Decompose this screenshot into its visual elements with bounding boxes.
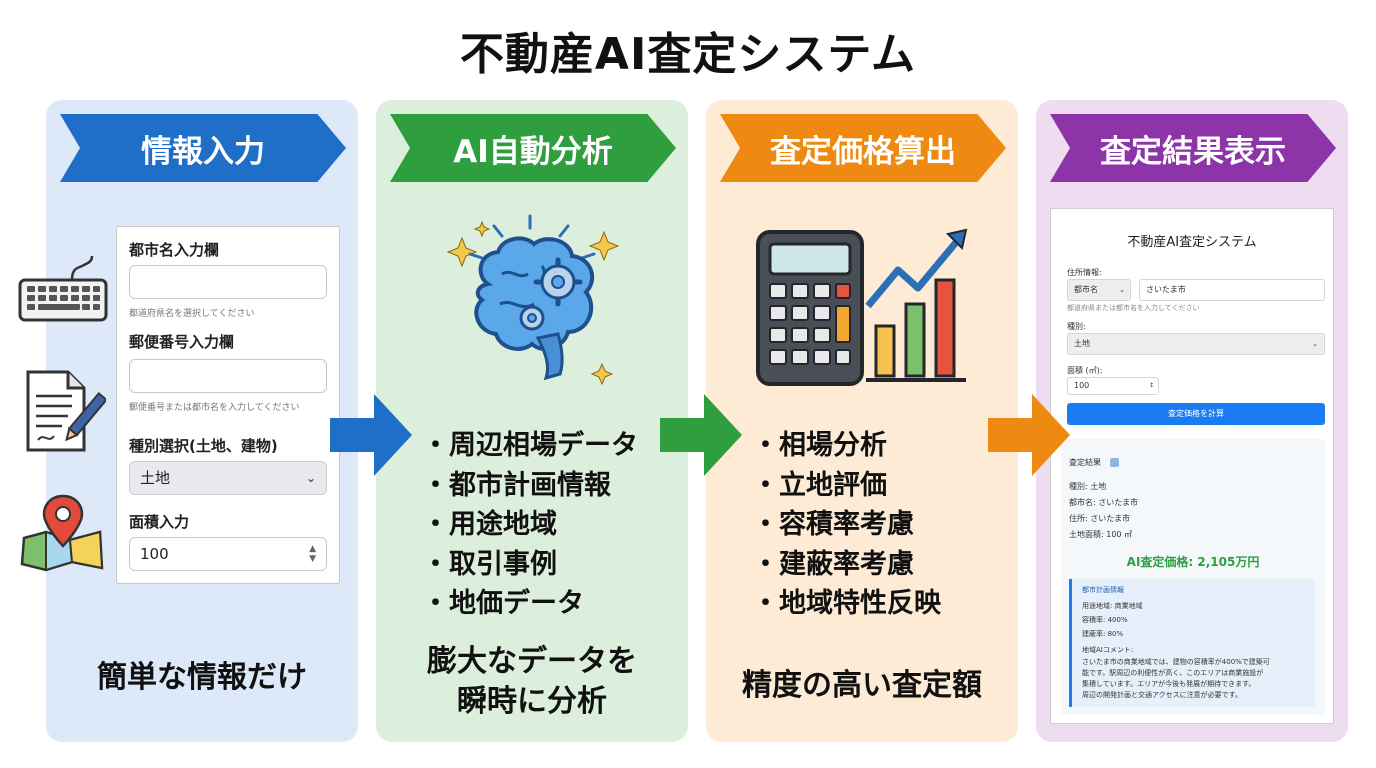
result-area: 土地面積: 100 ㎡ xyxy=(1069,530,1133,539)
flow-arrow-icon xyxy=(988,394,1070,476)
result-section: 査定結果 種別: 土地 都市名: さいたま市 住所: さいたま市 土地面積: 1… xyxy=(1061,439,1325,715)
page-title: 不動産AI査定システム xyxy=(459,29,917,80)
address-label: 住所情報: xyxy=(1067,268,1102,277)
type-select[interactable]: 土地 ⌄ xyxy=(129,461,327,495)
comment-label: 地域AIコメント: xyxy=(1082,646,1134,654)
prefecture-select[interactable]: 都市名 ⌄ xyxy=(1067,279,1131,301)
postal-input[interactable] xyxy=(129,359,327,393)
document-pen-icon xyxy=(26,370,106,452)
step-panel-input: 情報入力 都市名入力欄 都道府県名を選択してください 郵便番号入力欄 郵便番号ま… xyxy=(46,100,358,742)
prefecture-select-value: 都市名 xyxy=(1074,285,1098,294)
result-screen-title: 不動産AI査定システム xyxy=(1127,235,1257,250)
stepper-icon[interactable]: ▲▼ xyxy=(309,544,316,564)
type-select[interactable]: 土地 ⌄ xyxy=(1067,333,1325,355)
result-screen: 不動産AI査定システム 住所情報: 都市名 ⌄ さいたま市 都道府県または都市名… xyxy=(1050,208,1334,724)
area-input-value: 100 xyxy=(1074,381,1090,390)
plan-heading: 都市計画情報 xyxy=(1082,586,1124,594)
area-label: 面積 (㎡): xyxy=(1067,366,1103,375)
step-panel-analysis: AI自動分析 周辺相場データ 都市計画情報 用途地域 取引事例 地価データ xyxy=(376,100,688,742)
calculate-price-button[interactable]: 査定価格を計算 xyxy=(1067,403,1325,425)
chevron-down-icon: ⌄ xyxy=(1312,340,1318,348)
bullet-item: 都市計画情報 xyxy=(422,466,638,506)
step-panel-result: 査定結果表示 不動産AI査定システム 住所情報: 都市名 ⌄ さいたま市 都道府… xyxy=(1036,100,1348,742)
bullet-item: 容積率考慮 xyxy=(752,505,941,545)
city-plan-box: 都市計画情報 用途地域: 商業地域 容積率: 400% 建蔽率: 80% 地域A… xyxy=(1069,579,1315,707)
type-label: 種別: xyxy=(1067,322,1086,331)
calculator-chart-icon xyxy=(756,228,968,386)
city-input[interactable]: さいたま市 xyxy=(1139,279,1325,301)
chevron-down-icon: ⌄ xyxy=(305,471,316,485)
result-heading: 査定結果 xyxy=(1069,457,1119,468)
comment-line: 能です。駅周辺の利便性が高く、このエリアは商業施設が xyxy=(1082,669,1264,677)
address-hint: 都道府県または都市名を入力してください xyxy=(1067,304,1200,312)
step-banner-result: 査定結果表示 xyxy=(1050,114,1336,182)
brain-gear-icon xyxy=(446,214,620,386)
input-form-card: 都市名入力欄 都道府県名を選択してください 郵便番号入力欄 郵便番号または都市名… xyxy=(116,226,340,584)
type-select-value: 土地 xyxy=(140,469,171,487)
map-pin-icon xyxy=(20,494,104,572)
calculation-bullet-list: 相場分析 立地評価 容積率考慮 建蔽率考慮 地域特性反映 xyxy=(752,426,941,624)
city-hint: 都道府県名を選択してください xyxy=(129,309,255,319)
step-banner-calculation: 査定価格算出 xyxy=(720,114,1006,182)
step-caption-calculation: 精度の高い査定額 xyxy=(742,668,982,703)
plan-zone: 用途地域: 商業地域 xyxy=(1082,602,1143,610)
analysis-bullet-list: 周辺相場データ 都市計画情報 用途地域 取引事例 地価データ xyxy=(422,426,638,624)
result-heading-text: 査定結果 xyxy=(1069,458,1101,467)
ai-price: AI査定価格: 2,105万円 xyxy=(1126,555,1260,569)
info-icon xyxy=(1109,458,1119,467)
flow-arrow-icon xyxy=(330,394,412,476)
step-caption-input: 簡単な情報だけ xyxy=(97,660,307,695)
keyboard-icon xyxy=(18,255,108,322)
city-input[interactable] xyxy=(129,265,327,299)
bullet-item: 地域特性反映 xyxy=(752,584,941,624)
caption-line: 膨大なデータを xyxy=(427,644,637,679)
type-select-value: 土地 xyxy=(1074,339,1090,348)
area-input[interactable]: 100 ↕ xyxy=(1067,377,1159,395)
result-city: 都市名: さいたま市 xyxy=(1069,498,1138,507)
plan-far: 容積率: 400% xyxy=(1082,616,1128,624)
city-label: 都市名入力欄 xyxy=(129,241,220,259)
step-panel-calculation: 査定価格算出 相場分析 立地評価 容積率考慮 建蔽率考慮 地域特性反映 精度の高… xyxy=(706,100,1018,742)
postal-hint: 郵便番号または都市名を入力してください xyxy=(129,403,300,413)
stepper-icon[interactable]: ↕ xyxy=(1148,382,1154,389)
area-input-value: 100 xyxy=(140,545,169,563)
step-banner-analysis: AI自動分析 xyxy=(390,114,676,182)
bullet-item: 取引事例 xyxy=(422,545,638,585)
bullet-item: 建蔽率考慮 xyxy=(752,545,941,585)
plan-bcr: 建蔽率: 80% xyxy=(1082,630,1124,638)
comment-line: 集積しています。エリアが今後も発展が期待できます。 xyxy=(1082,680,1256,688)
postal-label: 郵便番号入力欄 xyxy=(129,333,235,351)
step-caption-analysis: 膨大なデータを 瞬時に分析 xyxy=(376,642,688,722)
area-input[interactable]: 100 ▲▼ xyxy=(129,537,327,571)
caption-line: 瞬時に分析 xyxy=(457,684,607,719)
chevron-down-icon: ⌄ xyxy=(1119,286,1125,294)
comment-line: 周辺の開発計画と交通アクセスに注意が必要です。 xyxy=(1082,691,1242,699)
comment-line: さいたま市の商業地域では、建物の容積率が400%で建築可 xyxy=(1082,658,1270,666)
bullet-item: 用途地域 xyxy=(422,505,638,545)
bullet-item: 立地評価 xyxy=(752,466,941,506)
bullet-item: 周辺相場データ xyxy=(422,426,638,466)
area-label: 面積入力 xyxy=(129,513,190,531)
flow-arrow-icon xyxy=(660,394,742,476)
bullet-item: 相場分析 xyxy=(752,426,941,466)
result-type: 種別: 土地 xyxy=(1069,482,1107,491)
bullet-item: 地価データ xyxy=(422,584,638,624)
step-banner-input: 情報入力 xyxy=(60,114,346,182)
result-address: 住所: さいたま市 xyxy=(1069,514,1130,523)
type-label: 種別選択(土地、建物) xyxy=(129,437,278,455)
